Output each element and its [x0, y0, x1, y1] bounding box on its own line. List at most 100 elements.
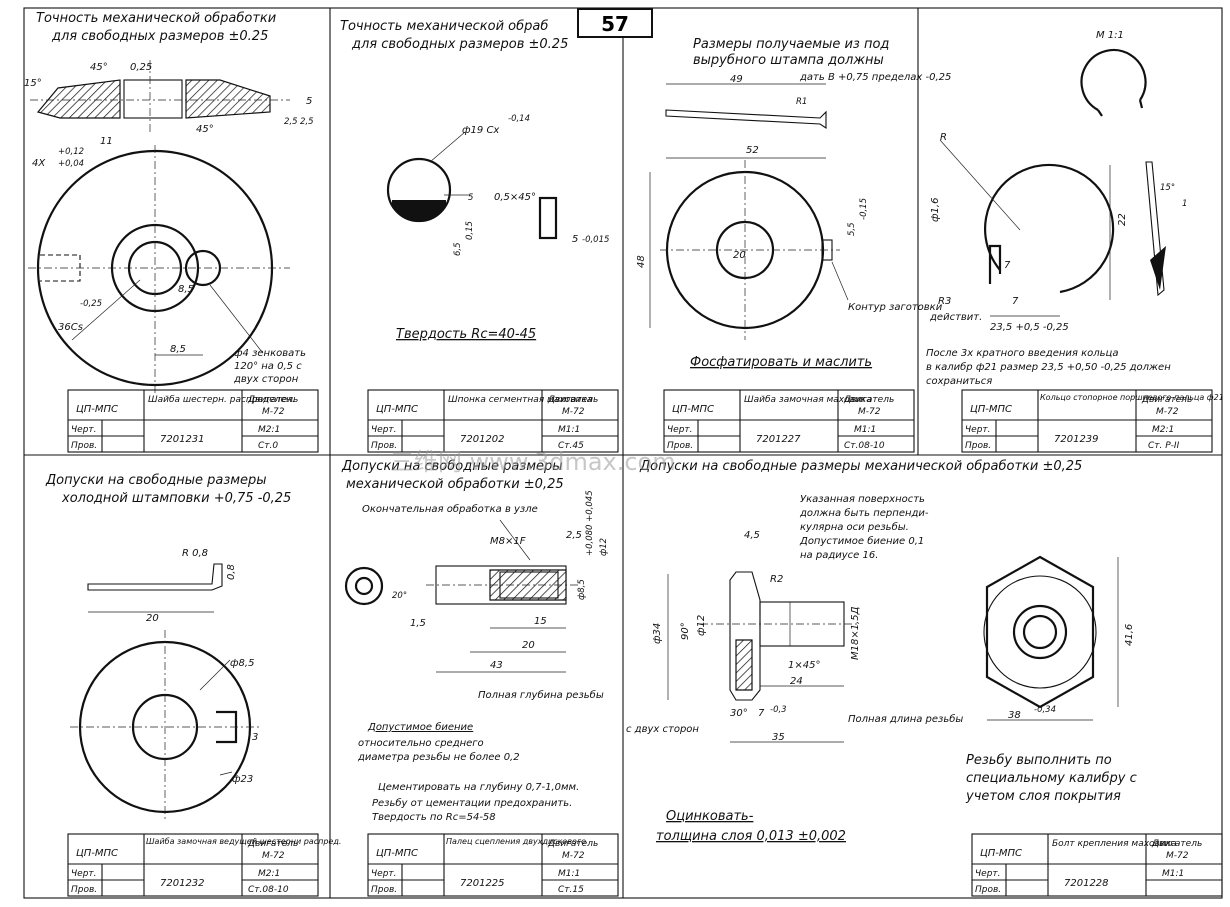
svg-text:ЦП-МПС: ЦП-МПС [76, 848, 118, 859]
svg-text:4X: 4X [32, 158, 46, 169]
svg-text:Шайба замочная ведущей шестерн: Шайба замочная ведущей шестерни распред. [146, 837, 341, 846]
svg-text:24: 24 [790, 676, 803, 687]
svg-text:Ст.15: Ст.15 [558, 885, 584, 895]
svg-text:ЦП-МПС: ЦП-МПС [376, 848, 418, 859]
svg-text:3: 3 [252, 732, 258, 743]
lock-washer-side [665, 109, 827, 130]
svg-text:7201232: 7201232 [160, 878, 205, 889]
svg-text:Пров.: Пров. [71, 441, 97, 451]
panel-6-title-line2: механической обработки ±0,25 [346, 477, 564, 492]
svg-text:относительно среднего: относительно среднего [358, 738, 484, 749]
svg-text:Пров.: Пров. [975, 885, 1001, 895]
svg-text:Кольцо стопорное поршневого па: Кольцо стопорное поршневого пальца ф21 [1040, 393, 1224, 402]
svg-text:ф8,5: ф8,5 [230, 658, 254, 669]
svg-text:ф8,5: ф8,5 [577, 579, 587, 600]
svg-text:М-72: М-72 [262, 407, 285, 417]
svg-text:-0,14: -0,14 [508, 114, 530, 124]
title-block-3: ЦП-МПС Шайба замочная маховика Двигатель… [663, 389, 915, 453]
svg-text:-0,15: -0,15 [859, 198, 869, 220]
svg-text:120° на 0,5 с: 120° на 0,5 с [234, 361, 302, 372]
svg-text:52: 52 [746, 145, 759, 156]
svg-text:Черт.: Черт. [71, 869, 97, 879]
note-thread-3: учетом слоя покрытия [965, 789, 1121, 804]
panel-2: Точность механической обраб для свободны… [340, 19, 609, 342]
svg-text:20: 20 [146, 613, 159, 624]
svg-text:6,5: 6,5 [453, 242, 463, 256]
svg-text:2,5: 2,5 [300, 117, 314, 127]
svg-text:Шпонка сегментная маховика: Шпонка сегментная маховика [448, 395, 592, 405]
ring-main-view [984, 163, 1115, 294]
note-countersink: ф4 зенковать [234, 348, 306, 359]
svg-text:М-72: М-72 [1166, 851, 1189, 861]
svg-text:Ст.08-10: Ст.08-10 [248, 885, 289, 895]
svg-text:Черт.: Черт. [371, 869, 397, 879]
panel-4-scale: М 1:1 [1096, 30, 1124, 41]
svg-text:22: 22 [1117, 213, 1128, 226]
watermark: 三维网 www.3dmax.com [390, 448, 676, 476]
note-thread-2: специальному калибру с [966, 771, 1137, 786]
svg-text:Двигатель: Двигатель [547, 839, 598, 849]
svg-text:Пров.: Пров. [965, 441, 991, 451]
svg-text:-0,015: -0,015 [582, 235, 609, 245]
title-block-5: ЦП-МПС Шайба замочная ведущей шестерни р… [67, 833, 341, 897]
svg-text:М-72: М-72 [562, 407, 585, 417]
svg-text:с двух сторон: с двух сторон [626, 724, 699, 735]
note-galvanize-1: Оцинковать- [666, 809, 754, 824]
svg-text:7201202: 7201202 [460, 434, 505, 445]
svg-text:М1:1: М1:1 [558, 425, 580, 435]
svg-text:М1:1: М1:1 [558, 869, 580, 879]
svg-text:Твердость по Rc=54-58: Твердость по Rc=54-58 [372, 812, 496, 823]
svg-text:8,5: 8,5 [170, 344, 186, 355]
note-ring-1: После 3х кратного введения кольца [926, 348, 1118, 359]
svg-text:Двигатель: Двигатель [247, 395, 298, 405]
svg-text:Черт.: Черт. [975, 869, 1001, 879]
bolt-hex-end-view [985, 555, 1095, 709]
svg-text:5: 5 [306, 96, 312, 107]
svg-text:48: 48 [636, 255, 647, 268]
panel-3-title-line1: Размеры получаемые из под [693, 37, 889, 52]
svg-text:7: 7 [758, 708, 765, 719]
svg-text:ф19 Cх: ф19 Cх [462, 125, 499, 136]
svg-text:Ст.08-10: Ст.08-10 [844, 441, 885, 451]
svg-text:Болт крепления маховика: Болт крепления маховика [1052, 839, 1177, 849]
svg-text:Черт.: Черт. [965, 425, 991, 435]
svg-text:23,5 +0,5 -0,25: 23,5 +0,5 -0,25 [990, 322, 1069, 333]
svg-text:Ст.45: Ст.45 [558, 441, 584, 451]
svg-text:0,25: 0,25 [130, 62, 152, 73]
panel-7: Допуски на свободные размеры механическо… [626, 459, 1137, 844]
svg-text:R 0,8: R 0,8 [182, 548, 208, 559]
note-hardness: Твердость Rc=40-45 [396, 327, 536, 342]
svg-text:0,15: 0,15 [465, 221, 475, 240]
svg-text:2,5: 2,5 [284, 117, 298, 127]
svg-text:7201228: 7201228 [1064, 878, 1109, 889]
svg-text:7201225: 7201225 [460, 878, 505, 889]
svg-text:ф34: ф34 [652, 623, 663, 644]
svg-text:8,5: 8,5 [178, 284, 194, 295]
svg-text:-0,25: -0,25 [80, 299, 102, 309]
svg-text:7201227: 7201227 [756, 434, 801, 445]
svg-text:+0,04: +0,04 [58, 159, 84, 169]
svg-text:Шайба замочная маховика: Шайба замочная маховика [744, 395, 872, 405]
key-side-view [538, 196, 558, 240]
svg-text:+0,080 +0,045: +0,080 +0,045 [585, 490, 595, 556]
svg-text:М-72: М-72 [1156, 407, 1179, 417]
svg-text:должна быть перпенди-: должна быть перпенди- [799, 507, 929, 519]
svg-text:ф12: ф12 [599, 538, 609, 556]
svg-text:М-72: М-72 [262, 851, 285, 861]
note-blank-contour: Контур заготовки [848, 302, 943, 313]
svg-text:1,5: 1,5 [410, 618, 426, 629]
note-thread-1: Резьбу выполнить по [966, 753, 1112, 768]
svg-text:15: 15 [534, 616, 547, 627]
note-ring-2: в калибр ф21 размер 23,5 +0,50 -0,25 дол… [926, 361, 1171, 373]
svg-text:Указанная поверхность: Указанная поверхность [800, 494, 925, 505]
svg-text:М2:1: М2:1 [258, 869, 280, 879]
svg-text:диаметра резьбы не более 0,2: диаметра резьбы не более 0,2 [357, 751, 520, 763]
svg-text:Двигатель: Двигатель [547, 395, 598, 405]
svg-text:действит.: действит. [929, 312, 982, 323]
svg-text:0,5×45°: 0,5×45° [494, 192, 536, 203]
svg-text:7: 7 [1004, 260, 1011, 271]
svg-text:R2: R2 [770, 574, 783, 585]
svg-text:20: 20 [522, 640, 535, 651]
svg-text:7201231: 7201231 [160, 434, 205, 445]
